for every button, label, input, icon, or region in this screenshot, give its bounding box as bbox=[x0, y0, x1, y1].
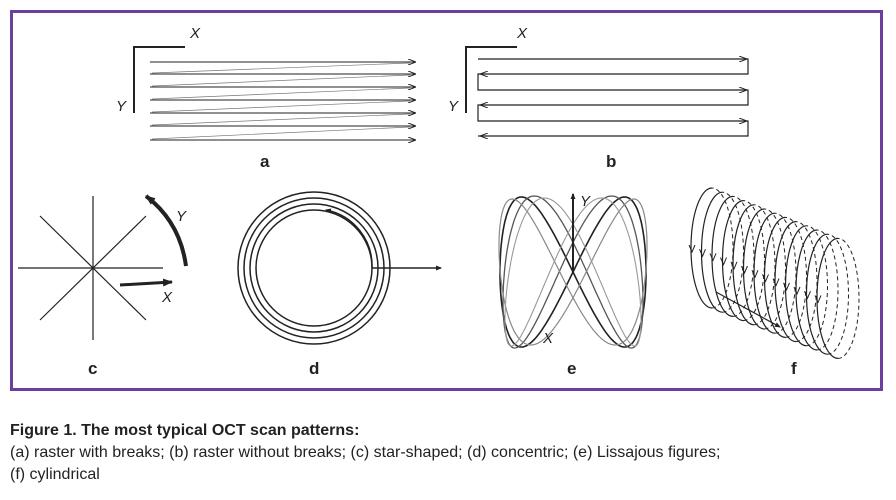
flyback-line bbox=[151, 100, 411, 113]
ring-back bbox=[722, 191, 744, 313]
axis-corner bbox=[133, 46, 185, 113]
ring-front bbox=[763, 216, 786, 338]
flyback-line bbox=[151, 87, 411, 100]
ring-front bbox=[700, 191, 723, 313]
ring-front bbox=[774, 221, 797, 343]
ring-back bbox=[795, 221, 818, 343]
rotation-arrow-y bbox=[144, 194, 188, 267]
ring-direction bbox=[772, 278, 780, 287]
ring-direction bbox=[709, 253, 717, 262]
flyback-line bbox=[151, 62, 411, 74]
ring-front bbox=[690, 187, 713, 309]
ring-back bbox=[753, 204, 776, 326]
scan-circle bbox=[255, 209, 373, 327]
panel-e-lissajous: Y X bbox=[498, 193, 648, 349]
flyback-line bbox=[151, 113, 411, 126]
panel-label-f: f bbox=[791, 359, 797, 378]
ring-direction bbox=[741, 265, 748, 275]
serpentine-scan-path bbox=[477, 58, 749, 137]
ring-back bbox=[743, 200, 765, 322]
panel-label-b: b bbox=[606, 152, 617, 171]
figure-frame bbox=[10, 10, 883, 391]
axis-x-label: X bbox=[542, 330, 554, 347]
ring-front bbox=[711, 195, 734, 317]
ring-back bbox=[816, 229, 839, 351]
axis-corner bbox=[465, 46, 517, 113]
ring-front bbox=[784, 225, 807, 347]
scan-circle bbox=[249, 203, 379, 333]
flyback-line bbox=[151, 74, 411, 87]
panel-label-a: a bbox=[260, 152, 270, 171]
axis-y-label: Y bbox=[176, 208, 187, 225]
ring-direction bbox=[730, 261, 738, 271]
ring-front bbox=[721, 200, 744, 322]
figure-diagram: X Y X Y Y X bbox=[18, 25, 860, 359]
ring-back bbox=[732, 195, 755, 317]
ring-front bbox=[753, 212, 776, 334]
ring-direction bbox=[793, 286, 801, 296]
ring-front bbox=[732, 204, 755, 326]
ring-direction bbox=[720, 257, 727, 266]
ring-back bbox=[837, 237, 860, 359]
ring-back bbox=[764, 208, 786, 330]
cylindrical-scan-rings bbox=[688, 187, 860, 359]
panel-label-e: e bbox=[567, 359, 577, 378]
panel-b-raster-without-breaks: X Y bbox=[448, 25, 749, 137]
ring-direction bbox=[804, 291, 811, 300]
ring-back bbox=[827, 233, 849, 355]
ring-front bbox=[795, 229, 818, 351]
ring-direction bbox=[688, 244, 696, 254]
scan-direction-arrows bbox=[481, 59, 746, 136]
ring-direction bbox=[814, 295, 822, 304]
ring-direction bbox=[699, 249, 706, 258]
flyback-line bbox=[151, 126, 411, 140]
lissajous-curve bbox=[498, 198, 648, 346]
ring-front bbox=[742, 208, 765, 330]
panel-label-c: c bbox=[88, 359, 98, 378]
panel-d-concentric bbox=[237, 191, 442, 345]
ring-back bbox=[785, 216, 807, 338]
x-direction-arrow bbox=[119, 278, 173, 287]
cylinder-axis-arrow bbox=[715, 291, 781, 328]
figure-caption: Figure 1. The most typical OCT scan patt… bbox=[10, 420, 890, 486]
caption-line-1: (a) raster with breaks; (b) raster witho… bbox=[10, 444, 721, 461]
scan-circle bbox=[243, 197, 385, 339]
star-scan-lines bbox=[18, 196, 163, 340]
axis-y-label: Y bbox=[448, 98, 459, 115]
caption-line-2: (f) cylindrical bbox=[10, 466, 100, 483]
caption-title: Figure 1. The most typical OCT scan patt… bbox=[10, 422, 360, 439]
ring-front bbox=[816, 237, 839, 359]
ring-direction bbox=[783, 282, 790, 292]
panel-label-d: d bbox=[309, 359, 320, 378]
axis-y-label: Y bbox=[580, 193, 591, 210]
axis-x-label: X bbox=[516, 25, 528, 42]
panel-c-star-shaped: Y X bbox=[18, 194, 188, 340]
raster-lines bbox=[150, 62, 415, 140]
ring-back bbox=[806, 225, 828, 347]
axis-x-label: X bbox=[161, 289, 173, 306]
ring-back bbox=[711, 187, 734, 309]
panel-a-raster-with-breaks: X Y bbox=[116, 25, 415, 140]
ring-back bbox=[774, 212, 797, 334]
ring-front bbox=[805, 233, 828, 355]
ring-direction bbox=[762, 274, 769, 283]
axis-x-label: X bbox=[189, 25, 201, 42]
lissajous-curve bbox=[504, 197, 642, 347]
scan-circle bbox=[237, 191, 391, 345]
concentric-circles bbox=[237, 191, 391, 345]
panel-f-cylindrical bbox=[688, 187, 860, 359]
ring-direction bbox=[751, 270, 759, 279]
axis-y-label: Y bbox=[116, 98, 127, 115]
inner-arrow bbox=[325, 208, 373, 269]
